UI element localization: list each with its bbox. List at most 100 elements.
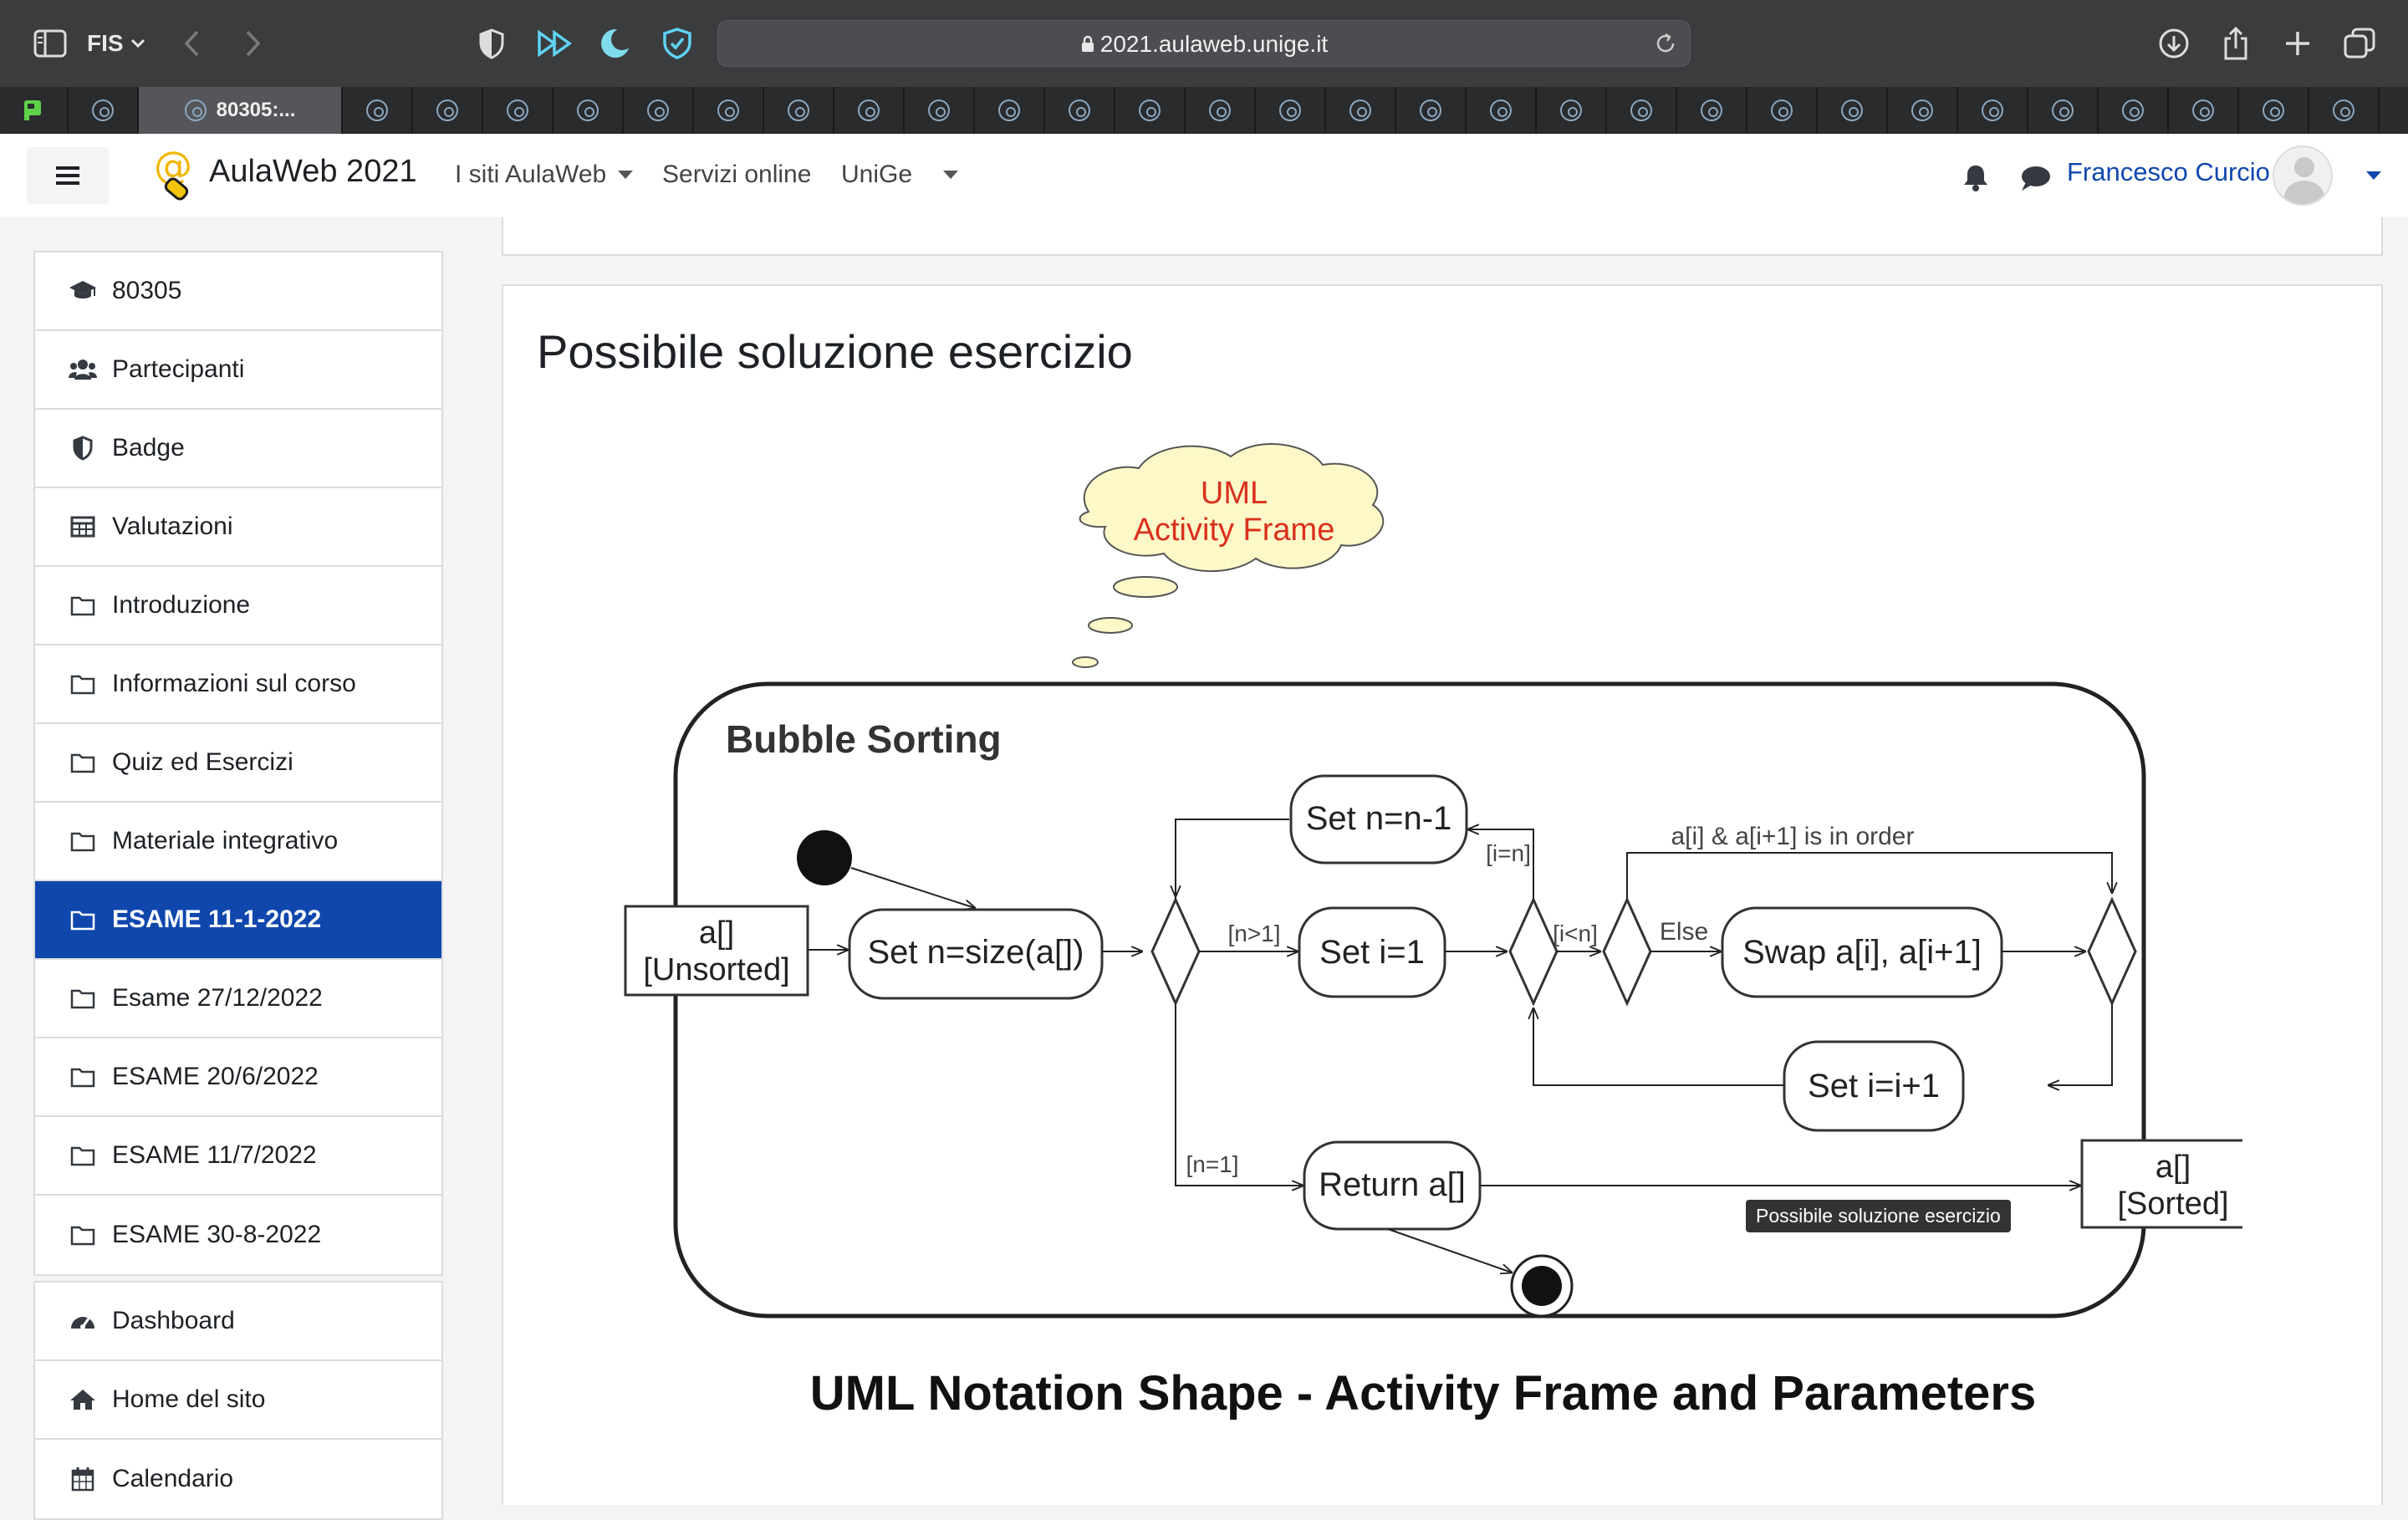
uml-activity-diagram-image[interactable]: UML Activity Frame Bubble Sorting a[] [U… <box>620 428 2242 1431</box>
folder-icon <box>69 1221 97 1249</box>
guard-label: Else <box>1660 918 1708 946</box>
nav-link-servizi-online[interactable]: Servizi online <box>662 161 811 189</box>
guard-label: [i<n] <box>1553 921 1598 946</box>
tab[interactable] <box>1607 87 1677 134</box>
tab[interactable] <box>1818 87 1888 134</box>
tab[interactable] <box>1467 87 1537 134</box>
share-icon[interactable] <box>2214 22 2258 65</box>
tab[interactable] <box>1958 87 2028 134</box>
guard-label: a[i] & a[i+1] is in order <box>1671 823 1915 850</box>
user-name[interactable]: Francesco Curcio <box>2067 157 2270 186</box>
tab[interactable] <box>2028 87 2099 134</box>
folder-icon <box>69 591 97 620</box>
sidebar-item-label: ESAME 11/7/2022 <box>112 1141 317 1169</box>
dashboard-icon <box>69 1307 97 1335</box>
dark-mode-extension-icon[interactable] <box>594 22 637 65</box>
folder-icon <box>69 748 97 777</box>
tab[interactable] <box>554 87 624 134</box>
home-icon <box>69 1385 97 1414</box>
sidebar-item-esame-11-7-2022[interactable]: ESAME 11/7/2022 <box>35 1117 441 1196</box>
tab[interactable] <box>69 87 139 134</box>
main-content: Possibile soluzione esercizio UML Activi… <box>477 217 2408 1505</box>
caret-down-icon <box>943 171 958 179</box>
table-icon <box>69 513 97 541</box>
sidebar-item-calendario[interactable]: Calendario <box>35 1440 441 1518</box>
tab[interactable] <box>905 87 975 134</box>
address-bar[interactable]: 2021.aulaweb.unige.it <box>717 20 1691 67</box>
tab[interactable] <box>975 87 1045 134</box>
tab[interactable] <box>1045 87 1115 134</box>
profile-button[interactable]: FIS <box>87 25 145 62</box>
drawer-toggle-button[interactable] <box>27 147 109 204</box>
tab[interactable] <box>1537 87 1607 134</box>
forward-icon[interactable] <box>231 22 274 65</box>
tab[interactable] <box>2239 87 2309 134</box>
user-avatar[interactable] <box>2273 145 2333 206</box>
site-name[interactable]: AulaWeb 2021 <box>209 154 417 189</box>
aulaweb-favicon-icon <box>2052 99 2074 121</box>
tab[interactable] <box>1888 87 1958 134</box>
tab[interactable] <box>2309 87 2380 134</box>
sidebar-item-materiale[interactable]: Materiale integrativo <box>35 803 441 881</box>
tab[interactable] <box>413 87 483 134</box>
reload-icon[interactable] <box>1653 31 1678 56</box>
tab[interactable] <box>2099 87 2169 134</box>
tab[interactable] <box>1256 87 1326 134</box>
sidebar-item-badge[interactable]: Badge <box>35 410 441 488</box>
sidebar-item-dashboard[interactable]: Dashboard <box>35 1283 441 1361</box>
nav-link-siti-aulaweb[interactable]: I siti AulaWeb <box>455 161 634 189</box>
aulaweb-logo-icon[interactable]: @ <box>150 143 199 206</box>
user-menu-caret-icon[interactable] <box>2366 169 2381 184</box>
tab[interactable] <box>1747 87 1818 134</box>
tab[interactable] <box>343 87 413 134</box>
sidebar-item-esame-27-12-2022[interactable]: Esame 27/12/2022 <box>35 960 441 1038</box>
tab[interactable] <box>1115 87 1186 134</box>
tab[interactable] <box>483 87 554 134</box>
sidebar-item-esame-30-8-2022[interactable]: ESAME 30-8-2022 <box>35 1196 441 1274</box>
downloads-icon[interactable] <box>2152 22 2196 65</box>
tab[interactable] <box>1186 87 1256 134</box>
sidebar-toggle-icon[interactable] <box>28 22 72 65</box>
tab[interactable] <box>624 87 694 134</box>
fast-forward-extension-icon[interactable] <box>533 22 577 65</box>
more-menu-button[interactable] <box>943 171 958 179</box>
tab-active[interactable]: 80305:... <box>139 87 343 134</box>
shield-check-extension-icon[interactable] <box>656 22 699 65</box>
aulaweb-favicon-icon <box>1701 99 1722 121</box>
action-label: Set i=i+1 <box>1808 1068 1940 1104</box>
tab[interactable] <box>1677 87 1747 134</box>
tab-overview-icon[interactable] <box>2338 22 2381 65</box>
tab[interactable] <box>834 87 905 134</box>
action-label: Set i=1 <box>1319 934 1425 971</box>
sidebar-item-quiz[interactable]: Quiz ed Esercizi <box>35 724 441 803</box>
sidebar-item-valutazioni[interactable]: Valutazioni <box>35 488 441 567</box>
sidebar-item-esame-11-1-2022[interactable]: ESAME 11-1-2022 <box>35 881 441 960</box>
chat-bubble-icon[interactable] <box>2018 164 2052 194</box>
tab[interactable] <box>2380 87 2408 134</box>
sidebar-item-partecipanti[interactable]: Partecipanti <box>35 331 441 410</box>
action-label: Return a[] <box>1319 1166 1466 1203</box>
output-parameter-node <box>2080 1139 2242 1229</box>
sidebar-item-home[interactable]: Home del sito <box>35 1361 441 1440</box>
url-text: 2021.aulaweb.unige.it <box>1099 31 1329 57</box>
nav-link-unige[interactable]: UniGe <box>841 161 912 189</box>
sidebar-item-course[interactable]: 80305 <box>35 252 441 331</box>
sidebar-item-esame-20-6-2022[interactable]: ESAME 20/6/2022 <box>35 1038 441 1117</box>
new-tab-plus-icon[interactable] <box>2276 22 2319 65</box>
pinned-tab[interactable] <box>0 87 69 134</box>
profile-label: FIS <box>87 30 124 56</box>
back-icon[interactable] <box>171 22 214 65</box>
action-label: Swap a[i], a[i+1] <box>1742 934 1982 971</box>
privacy-shield-icon[interactable] <box>470 22 513 65</box>
tab[interactable] <box>2169 87 2239 134</box>
tab[interactable] <box>1326 87 1396 134</box>
sidebar-item-informazioni[interactable]: Informazioni sul corso <box>35 645 441 724</box>
sidebar-item-label: ESAME 20/6/2022 <box>112 1063 319 1090</box>
site-navbar: @ AulaWeb 2021 I siti AulaWeb Servizi on… <box>0 134 2408 217</box>
output-label-line2: [Sorted] <box>2117 1186 2228 1222</box>
tab[interactable] <box>694 87 764 134</box>
sidebar-item-introduzione[interactable]: Introduzione <box>35 567 441 645</box>
tab[interactable] <box>764 87 834 134</box>
tab[interactable] <box>1396 87 1467 134</box>
bell-icon[interactable] <box>1962 162 1993 194</box>
